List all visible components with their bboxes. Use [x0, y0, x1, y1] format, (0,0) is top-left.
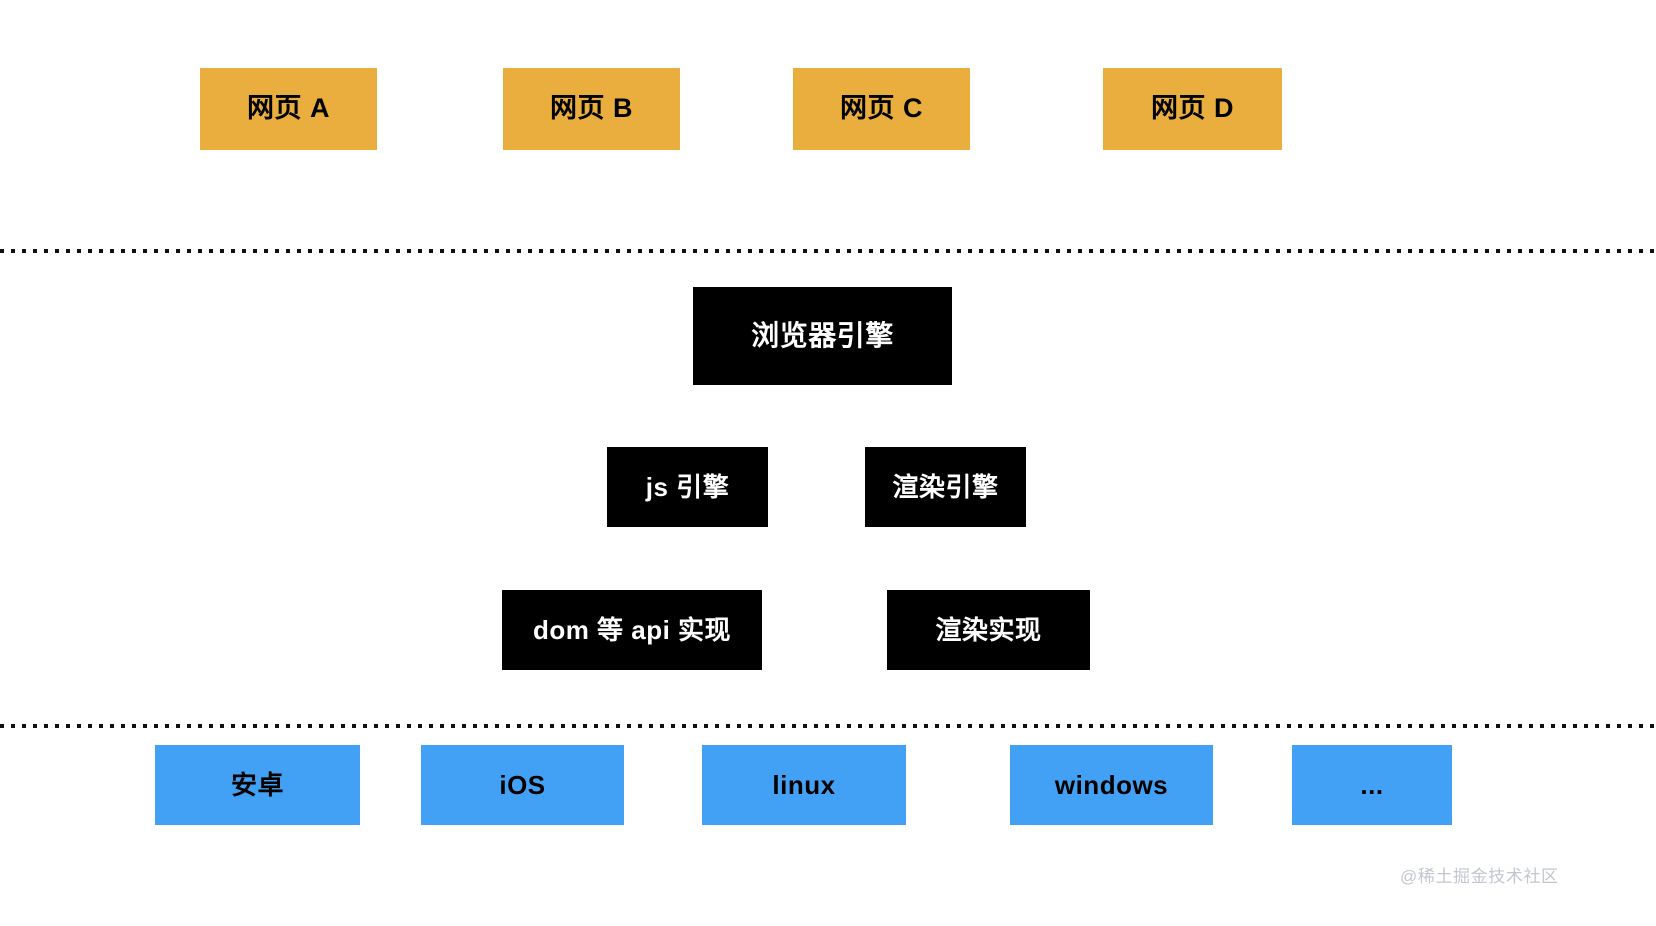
node-web-page-c[interactable]: 网页 C	[793, 68, 970, 150]
divider-pages-engine	[0, 249, 1656, 253]
node-dom-api-impl[interactable]: dom 等 api 实现	[502, 590, 762, 670]
node-web-page-d[interactable]: 网页 D	[1103, 68, 1282, 150]
node-os-windows[interactable]: windows	[1010, 745, 1213, 825]
node-os-ios[interactable]: iOS	[421, 745, 624, 825]
watermark-label: @稀土掘金技术社区	[1400, 867, 1559, 886]
node-browser-engine[interactable]: 浏览器引擎	[693, 287, 952, 385]
node-os-linux[interactable]: linux	[702, 745, 906, 825]
node-os-android[interactable]: 安卓	[155, 745, 360, 825]
node-web-page-a[interactable]: 网页 A	[200, 68, 377, 150]
divider-engine-os	[0, 724, 1656, 728]
node-web-page-b[interactable]: 网页 B	[503, 68, 680, 150]
node-js-engine[interactable]: js 引擎	[607, 447, 768, 527]
node-render-impl[interactable]: 渲染实现	[887, 590, 1090, 670]
node-os-more[interactable]: ...	[1292, 745, 1452, 825]
node-render-engine[interactable]: 渲染引擎	[865, 447, 1026, 527]
